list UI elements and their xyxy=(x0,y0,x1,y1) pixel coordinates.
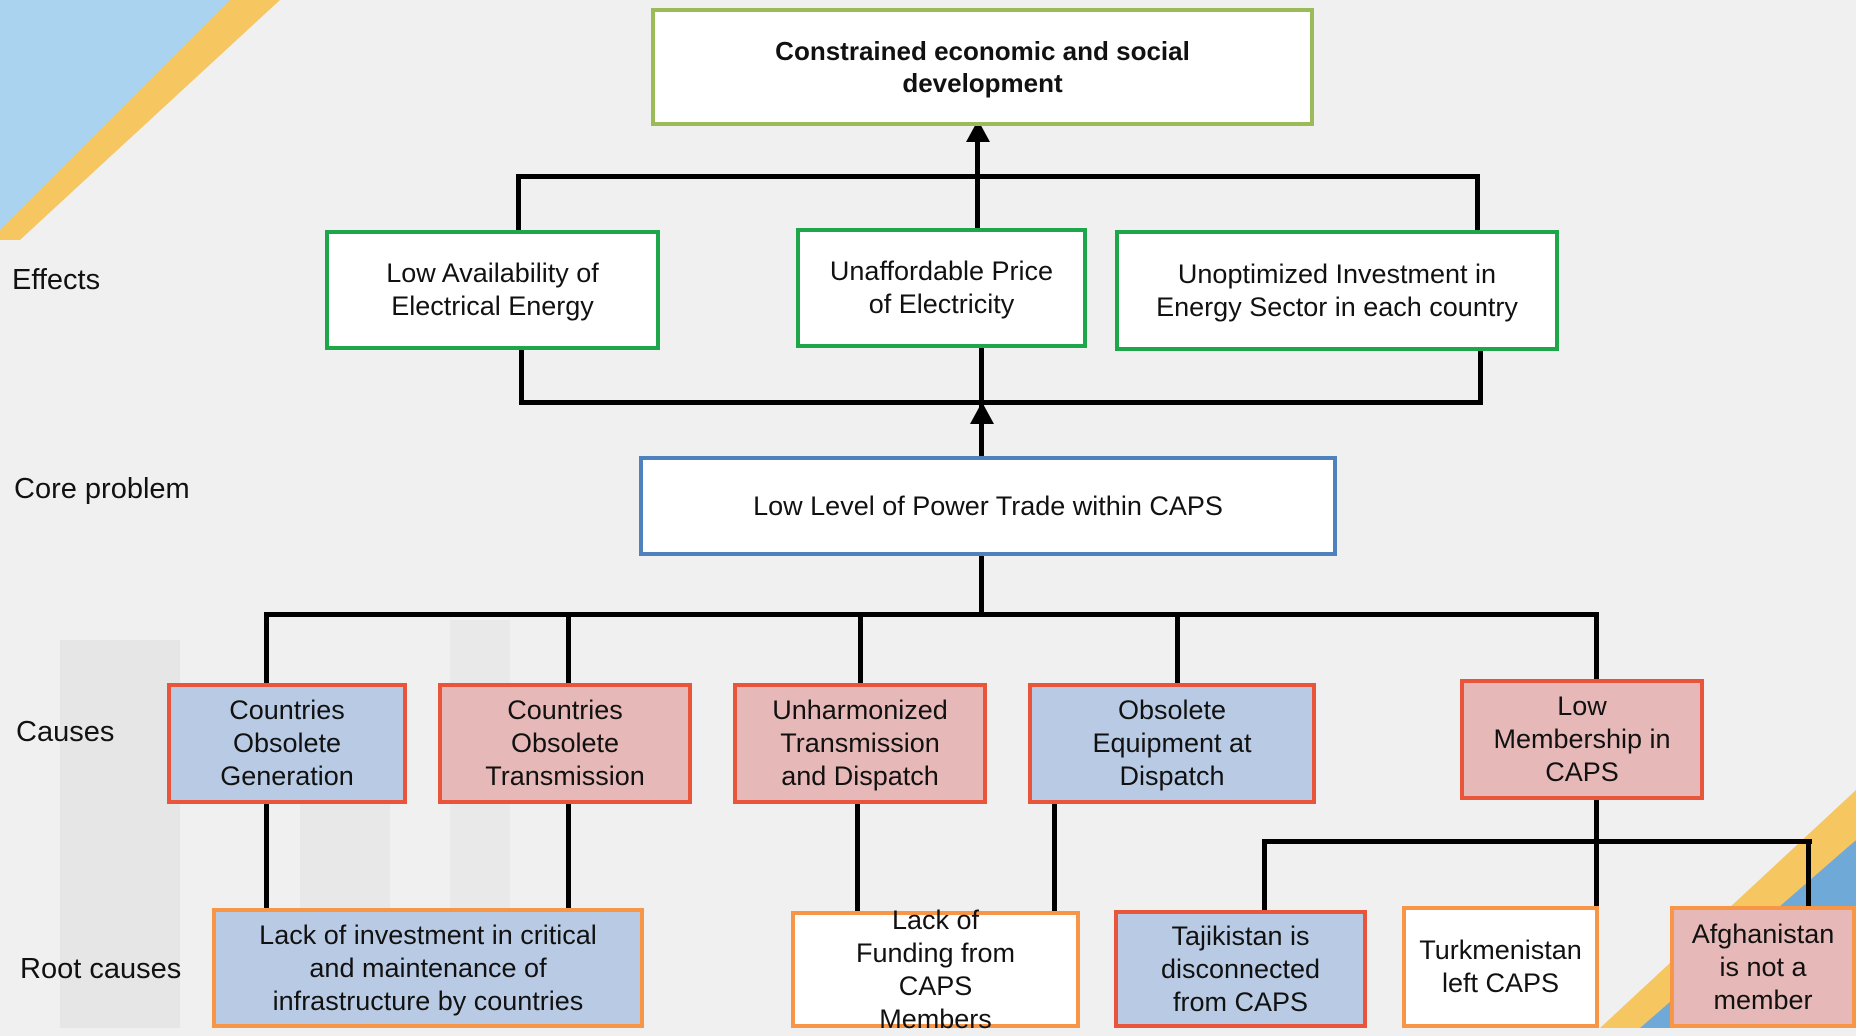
connector-line xyxy=(519,400,1483,405)
connector-line xyxy=(1475,174,1480,232)
connector-line xyxy=(264,612,1598,617)
connector-line xyxy=(519,347,524,405)
cause-box: Unharmonized Transmission and Dispatch xyxy=(733,683,987,804)
connector-line xyxy=(516,174,1480,179)
connector-line xyxy=(264,800,269,912)
root-cause-box: Tajikistan is disconnected from CAPS xyxy=(1114,910,1367,1028)
root-cause-box: Lack of investment in critical and maint… xyxy=(212,908,644,1028)
connector-line xyxy=(975,130,980,230)
arrowhead-up-icon xyxy=(970,402,994,424)
connector-line xyxy=(855,800,860,916)
connector-line xyxy=(264,612,269,686)
row-label-effects: Effects xyxy=(12,264,101,296)
connector-line xyxy=(858,612,863,686)
connector-line xyxy=(566,800,571,912)
connector-line xyxy=(1262,839,1267,913)
row-label-core-problem: Core problem xyxy=(14,473,190,505)
connector-line xyxy=(1262,839,1812,844)
connector-line xyxy=(1806,839,1811,913)
cause-box: Low Membership in CAPS xyxy=(1460,679,1704,800)
root-cause-box: Afghanistan is not a member xyxy=(1670,906,1856,1028)
connector-line xyxy=(1594,612,1599,682)
root-cause-box: Lack of Funding from CAPS Members xyxy=(791,905,1080,1034)
top-effect-box: Constrained economic and social developm… xyxy=(651,8,1314,126)
connector-line xyxy=(566,612,571,686)
connector-line xyxy=(979,552,984,616)
row-label-root-causes: Root causes xyxy=(20,953,182,985)
cause-box: Countries Obsolete Generation xyxy=(167,683,407,804)
effect-box: Low Availability of Electrical Energy xyxy=(325,230,660,350)
connector-line xyxy=(516,174,521,232)
arrowhead-up-icon xyxy=(966,120,990,142)
cause-box: Obsolete Equipment at Dispatch xyxy=(1028,683,1316,804)
effect-box: Unoptimized Investment in Energy Sector … xyxy=(1115,230,1559,351)
effect-box: Unaffordable Price of Electricity xyxy=(796,228,1087,348)
connector-line xyxy=(1175,612,1180,686)
core-problem-box: Low Level of Power Trade within CAPS xyxy=(639,456,1337,556)
connector-line xyxy=(1052,800,1057,916)
connector-line xyxy=(1594,796,1599,908)
cause-box: Countries Obsolete Transmission xyxy=(438,683,692,804)
root-cause-box: Turkmenistan left CAPS xyxy=(1402,906,1599,1028)
connector-line xyxy=(1478,347,1483,405)
row-label-causes: Causes xyxy=(16,716,115,748)
